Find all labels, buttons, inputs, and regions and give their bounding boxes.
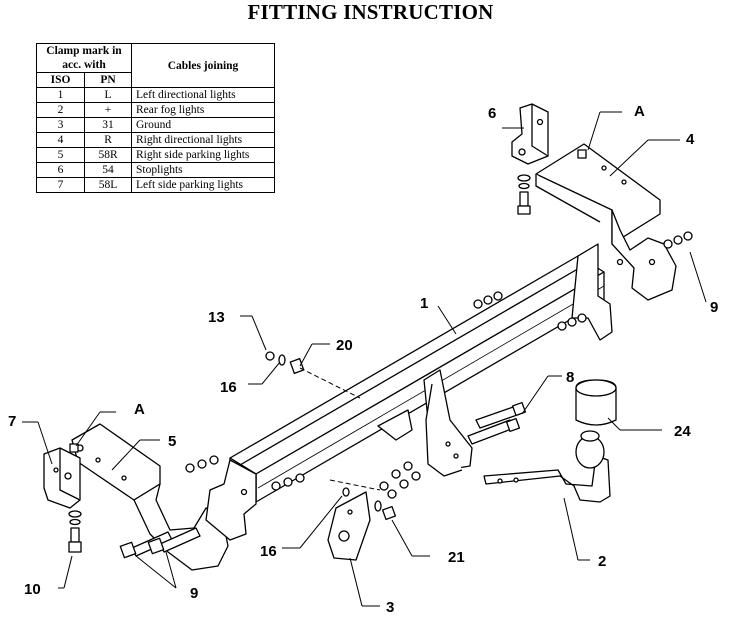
left-end-plate — [205, 459, 257, 541]
detail-a-right: A — [634, 103, 645, 120]
iso-cell: 7 — [35, 177, 86, 193]
bolt-21 — [374, 500, 397, 521]
cables-header: Cables joining — [131, 43, 275, 88]
right-side-bracket — [535, 143, 677, 301]
callout-20: 20 — [336, 337, 353, 354]
callout-10: 10 — [24, 581, 41, 598]
callout-16-top: 16 — [220, 379, 237, 396]
callout-labels: 1 2 3 4 5 6 7 8 9 9 10 13 16 16 20 21 24… — [8, 103, 718, 616]
callout-6: 6 — [488, 105, 496, 122]
callout-7: 7 — [8, 413, 16, 430]
detail-a-left: A — [134, 401, 145, 418]
socket-plate — [327, 487, 371, 561]
page-title: FITTING INSTRUCTION — [247, 0, 494, 24]
towball-cover — [575, 379, 617, 426]
callout-24: 24 — [674, 423, 691, 440]
detail-a-mark-left — [69, 443, 79, 453]
nut-washer-13-16-20 — [265, 351, 305, 374]
cable-cell: Stoplights — [131, 162, 275, 178]
center-tow-bracket — [377, 369, 473, 477]
cable-cell: Right side parking lights — [131, 147, 275, 163]
callout-21: 21 — [448, 549, 465, 566]
nuts-washers-left — [185, 455, 421, 499]
iso-cell: 4 — [35, 132, 86, 148]
bolts-9-left — [119, 527, 201, 559]
crossbar — [229, 255, 605, 503]
callout-9-right: 9 — [710, 299, 718, 316]
cable-cell: Right directional lights — [131, 132, 275, 148]
bolts-8 — [467, 401, 527, 445]
callout-3: 3 — [386, 599, 394, 616]
callout-8: 8 — [566, 369, 574, 386]
detail-a-mark-right — [577, 149, 587, 159]
callout-5: 5 — [168, 433, 176, 450]
callout-4: 4 — [686, 131, 695, 148]
angle-bracket-6 — [511, 103, 549, 165]
callout-13: 13 — [208, 309, 225, 326]
pn-header: PN — [84, 72, 132, 88]
wiring-table: Clamp mark in acc. with Cables joining I… — [35, 43, 275, 193]
bolt-10-top — [517, 174, 531, 215]
angle-bracket-7 — [43, 447, 81, 509]
towball-arm — [483, 430, 611, 503]
bolt-10-bottom — [68, 510, 82, 553]
callout-1: 1 — [420, 295, 428, 312]
cable-cell: Left side parking lights — [131, 177, 275, 193]
clamp-header: Clamp mark in acc. with — [36, 43, 132, 73]
callout-16-bottom: 16 — [260, 543, 277, 560]
pn-cell: 58R — [84, 147, 132, 163]
nuts-washers-right — [473, 231, 693, 331]
callout-9-left: 9 — [190, 585, 198, 602]
callout-2: 2 — [598, 553, 606, 570]
